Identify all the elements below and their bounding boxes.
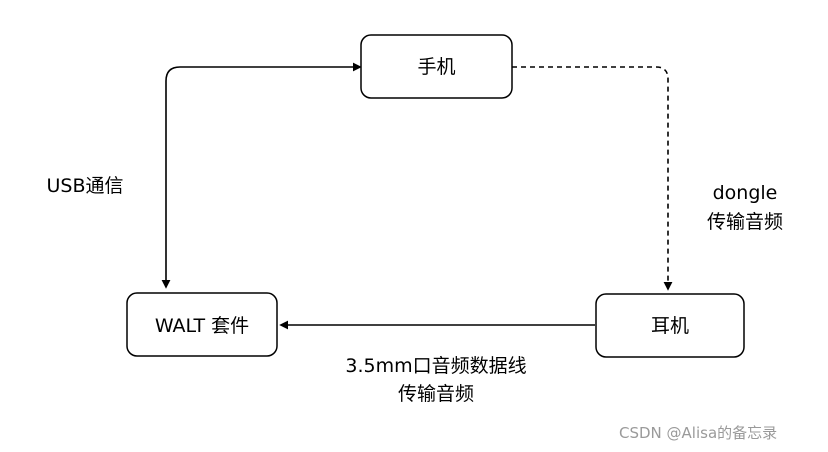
phone-label: 手机 <box>417 56 455 78</box>
jack-edge-label-line1: 3.5mm口音频数据线 <box>345 355 526 377</box>
jack-edge-label-line2: 传输音频 <box>398 383 474 405</box>
earphone-node: 耳机 <box>595 293 745 358</box>
dongle-edge-label-line2: 传输音频 <box>707 211 783 233</box>
dongle-edge <box>512 66 673 291</box>
usb-edge <box>161 62 362 289</box>
watermark: CSDN @Alisa的备忘录 <box>619 424 778 442</box>
earphone-label: 耳机 <box>651 315 689 337</box>
dongle-edge-label-line1: dongle <box>713 182 778 204</box>
walt-kit-label: WALT 套件 <box>155 315 249 337</box>
phone-node: 手机 <box>360 34 513 99</box>
walt-kit-node: WALT 套件 <box>126 292 278 357</box>
usb-edge-label: USB通信 <box>46 175 123 197</box>
